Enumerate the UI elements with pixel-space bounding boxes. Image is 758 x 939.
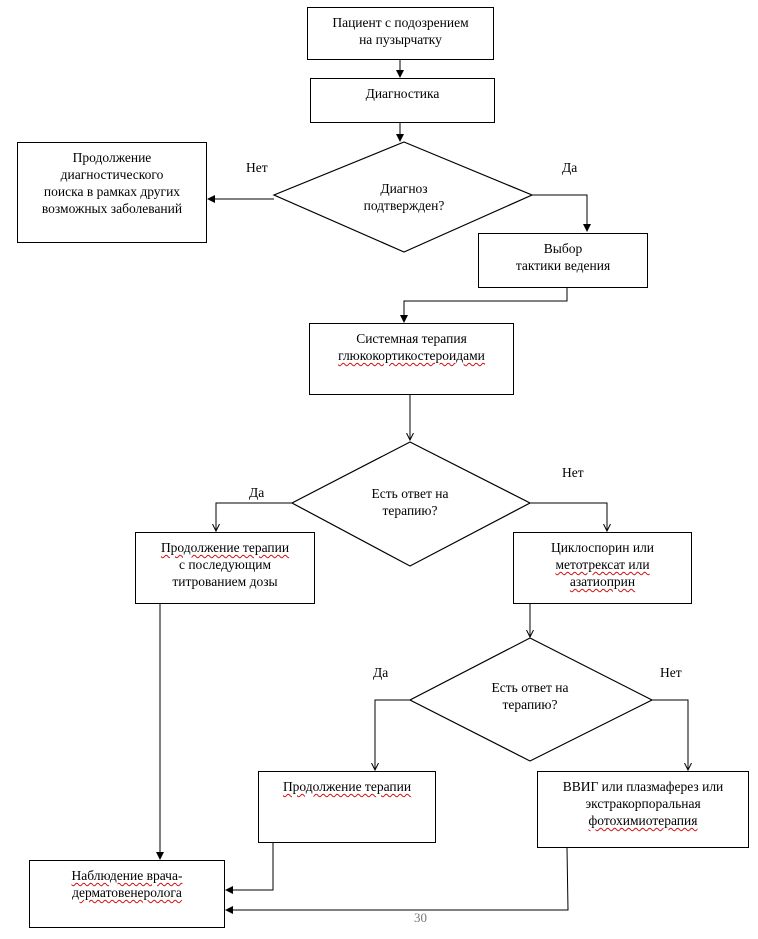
titration-line2: с последующим bbox=[178, 557, 272, 572]
diagnostics-label: Диагностика bbox=[365, 86, 440, 101]
page-number: 30 bbox=[414, 910, 427, 925]
other-line3: поиска в рамках других bbox=[43, 184, 181, 199]
immuno-line1: Циклоспорин или bbox=[550, 540, 655, 555]
systemic-therapy-box: Системная терапия глюкокортикостероидами bbox=[309, 323, 514, 395]
observation-line1: Наблюдение врача- bbox=[71, 868, 183, 883]
decision2-line1: Есть ответ на bbox=[371, 486, 449, 501]
titration-line3: титрованием дозы bbox=[172, 574, 278, 589]
decision3-line1: Есть ответ на bbox=[491, 680, 569, 695]
decision2-no-label: Нет bbox=[562, 465, 584, 480]
arrow-tactics-to-systemic bbox=[400, 288, 568, 323]
tactics-line1: Выбор bbox=[543, 241, 583, 256]
diagnostics-box: Диагностика bbox=[310, 78, 495, 123]
tactics-box: Выбор тактики ведения bbox=[478, 233, 648, 288]
arrow-therapy-to-observation bbox=[225, 843, 274, 894]
other-line2: диагностического bbox=[60, 167, 164, 182]
decision1-line1: Диагноз bbox=[380, 181, 428, 196]
immuno-line3: азатиоприн bbox=[569, 574, 636, 589]
decision1-yes-label: Да bbox=[562, 160, 578, 175]
start-line1: Пациент с подозрением bbox=[332, 15, 469, 30]
continue-therapy-box: Продолжение терапии bbox=[258, 771, 436, 843]
systemic-line2: глюкокортикостероидами bbox=[338, 348, 485, 363]
observation-box: Наблюдение врача-дерматовенеролога bbox=[29, 860, 225, 928]
other-diseases-box: Продолжение диагностического поиска в рамк… bbox=[17, 142, 207, 243]
decision2-diamond bbox=[290, 441, 532, 567]
arrow-ivig-to-observation bbox=[225, 847, 569, 914]
start-box: Пациент с подозрением на пузырчатку bbox=[307, 7, 494, 60]
tactics-line2: тактики ведения bbox=[515, 258, 611, 273]
decision2-line2: терапию? bbox=[382, 503, 438, 518]
arrow-decision2-yes bbox=[216, 502, 292, 531]
decision3-yes-label: Да bbox=[373, 665, 389, 680]
decision3-text: Есть ответ на терапию? bbox=[460, 679, 600, 713]
systemic-line1: Системная терапия bbox=[356, 331, 467, 346]
arrow-decision3-yes bbox=[375, 699, 410, 770]
other-line1: Продолжение bbox=[72, 150, 152, 165]
decision1-line2: подтвержден? bbox=[363, 198, 445, 213]
continue-titration-box: Продолжение терапии с последующим титрован… bbox=[135, 532, 315, 604]
decision1-text: Диагноз подтвержден? bbox=[334, 180, 474, 214]
arrow-decision3-no bbox=[652, 699, 688, 770]
ivig-line3: фотохимиотерапия bbox=[588, 813, 698, 828]
decision3-line2: терапию? bbox=[502, 697, 558, 712]
decision1-diamond bbox=[272, 141, 534, 253]
start-line2: на пузырчатку bbox=[359, 32, 442, 47]
other-line4: возможных заболеваний bbox=[41, 201, 183, 216]
decision3-no-label: Нет bbox=[660, 665, 682, 680]
ivig-line1: ВВИГ или плазмаферез или bbox=[562, 779, 724, 794]
arrow-decision2-no bbox=[530, 502, 607, 531]
decision1-no-label: Нет bbox=[246, 160, 268, 175]
decision2-text: Есть ответ на терапию? bbox=[340, 485, 480, 519]
ivig-box: ВВИГ или плазмаферез или экстракорпоральн… bbox=[537, 771, 749, 848]
arrow-decision1-yes bbox=[532, 194, 591, 232]
observation-line2: дерматовенеролога bbox=[72, 885, 182, 900]
decision2-yes-label: Да bbox=[249, 485, 265, 500]
ivig-line2: экстракорпоральная bbox=[585, 796, 701, 811]
immuno-line2: метотрексат или bbox=[555, 557, 650, 572]
immunosuppressants-box: Циклоспорин или метотрексат или азатиоприн bbox=[513, 532, 692, 604]
titration-line1: Продолжение терапии bbox=[160, 540, 290, 555]
continue-therapy-label: Продолжение терапии bbox=[282, 779, 412, 794]
decision3-diamond bbox=[408, 637, 654, 762]
